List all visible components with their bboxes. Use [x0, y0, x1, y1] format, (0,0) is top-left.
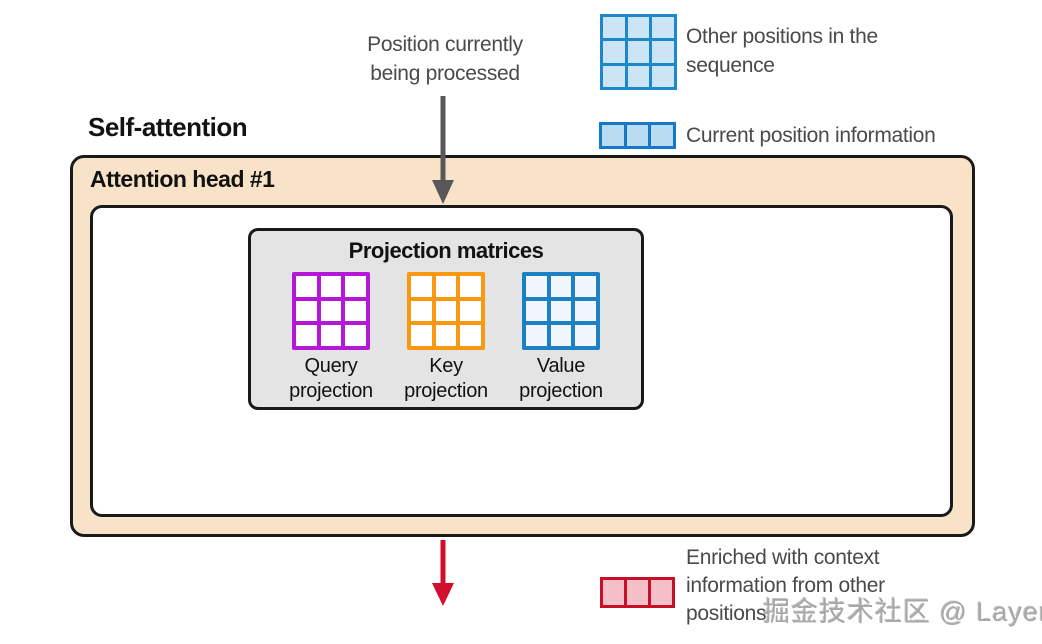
matrix-cell: [435, 276, 457, 297]
output-down-arrow-icon: [432, 540, 454, 606]
key-matrix-icon: [407, 272, 485, 350]
matrix-cell: [526, 300, 547, 322]
matrix-cell: [345, 325, 366, 346]
legend-other-positions-grid: [600, 14, 677, 90]
matrix-cell: [526, 325, 547, 346]
matrix-cell: [345, 300, 366, 322]
matrix-cell: [652, 65, 674, 87]
legend-enriched-row: [600, 577, 675, 608]
matrices-row: Query projection Key projection Value pr…: [251, 264, 641, 404]
legend-other-positions-label: Other positions in the sequence: [686, 25, 878, 77]
matrix-cell: [411, 276, 432, 297]
attention-head-label: Attention head #1: [90, 166, 275, 192]
legend-current-position-label: Current position information: [686, 124, 936, 147]
matrix-cell: [320, 300, 342, 322]
projection-matrices-title: Projection matrices: [348, 238, 544, 263]
legend-enriched-label: Enriched with context information from o…: [686, 546, 885, 625]
input-down-arrow-icon: [432, 96, 454, 204]
matrix-cell: [460, 300, 481, 322]
matrix-cell: [320, 325, 342, 346]
matrix-cell: [550, 276, 572, 297]
matrix-cell: [627, 41, 650, 63]
matrix-cell: [296, 325, 317, 346]
matrix-cell: [320, 276, 342, 297]
matrix-cell: [296, 300, 317, 322]
query-projection-label: Query projection: [289, 355, 373, 402]
matrix-cell: [603, 580, 624, 605]
matrix-cell: [435, 300, 457, 322]
matrix-cell: [435, 325, 457, 346]
matrix-cell: [627, 17, 650, 39]
query-matrix-icon: [292, 272, 370, 350]
matrix-cell: [296, 276, 317, 297]
matrix-cell: [411, 325, 432, 346]
matrix-cell: [550, 325, 572, 346]
matrix-cell: [460, 325, 481, 346]
key-projection-label: Key projection: [404, 355, 488, 402]
query-projection-group: Query projection: [281, 272, 381, 404]
matrix-cell: [651, 125, 673, 146]
matrix-cell: [575, 300, 596, 322]
matrix-cell: [603, 41, 625, 63]
matrix-cell: [550, 300, 572, 322]
matrix-cell: [526, 276, 547, 297]
matrix-cell: [651, 580, 672, 605]
self-attention-title: Self-attention: [88, 112, 248, 142]
matrix-cell: [602, 125, 624, 146]
matrix-cell: [345, 276, 366, 297]
value-projection-label: Value projection: [519, 355, 603, 402]
matrix-cell: [626, 125, 649, 146]
position-processed-annotation: Position currently being processed: [367, 33, 523, 85]
key-projection-group: Key projection: [396, 272, 496, 404]
matrix-cell: [652, 41, 674, 63]
matrix-cell: [411, 300, 432, 322]
value-projection-group: Value projection: [511, 272, 611, 404]
legend-current-position-row: [599, 122, 676, 149]
projection-matrices-box: Projection matrices Query projection Key…: [248, 228, 644, 410]
matrix-cell: [575, 276, 596, 297]
matrix-cell: [627, 580, 648, 605]
matrix-cell: [652, 17, 674, 39]
value-matrix-icon: [522, 272, 600, 350]
matrix-cell: [627, 65, 650, 87]
matrix-cell: [575, 325, 596, 346]
matrix-cell: [603, 17, 625, 39]
matrix-cell: [603, 65, 625, 87]
watermark: 掘金技术社区 @ Layer: [763, 597, 1042, 627]
matrix-cell: [460, 276, 481, 297]
